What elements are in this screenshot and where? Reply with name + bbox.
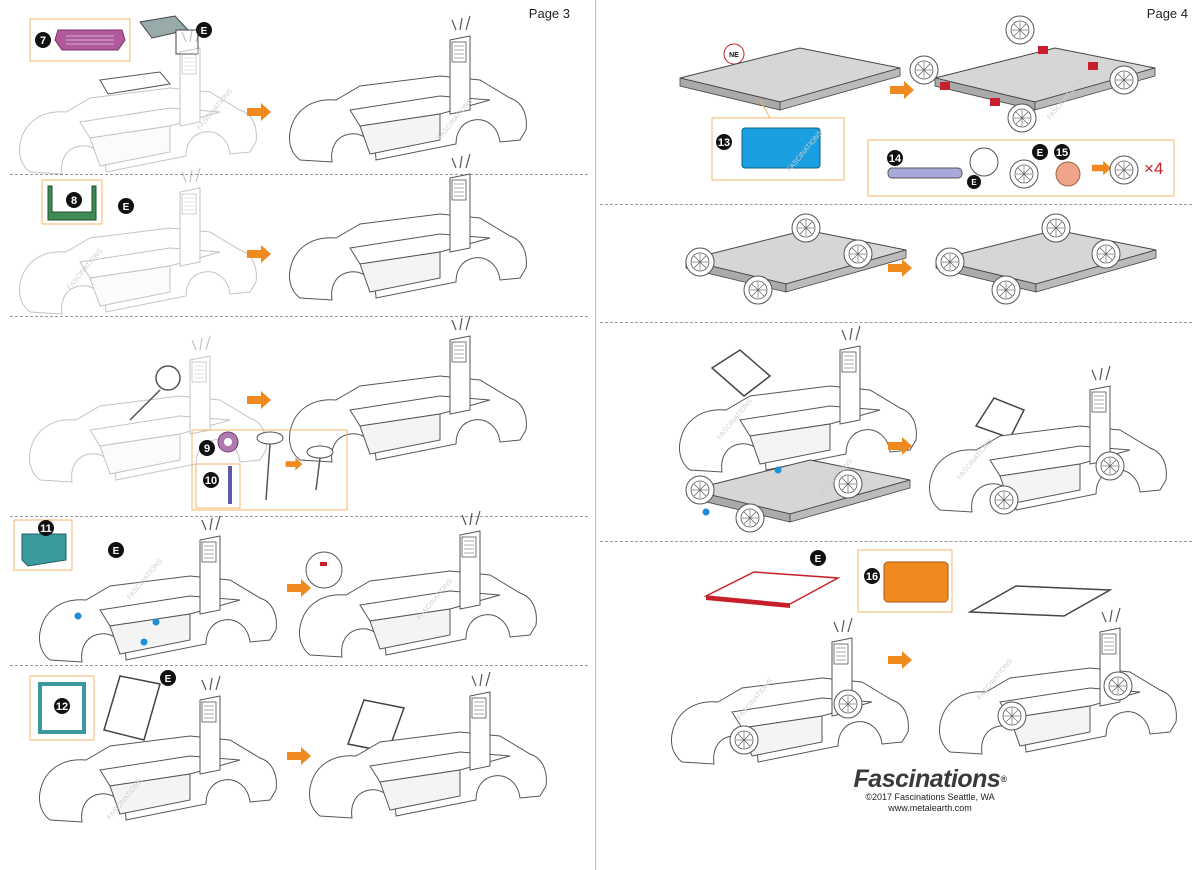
svg-text:16: 16	[866, 571, 878, 583]
step-badge	[35, 32, 51, 48]
svg-text:10: 10	[205, 475, 217, 487]
arrow-icon	[287, 579, 311, 597]
arrow-icon	[888, 651, 912, 669]
brand-logo: Fascinations®	[853, 765, 1007, 793]
step-wheels-mounted	[685, 213, 1157, 305]
step-divider	[10, 174, 588, 175]
svg-text:E: E	[815, 554, 822, 565]
svg-text:E: E	[1037, 148, 1044, 159]
step-number: 7	[40, 35, 46, 47]
svg-text:E: E	[971, 178, 977, 187]
website-link[interactable]: www.metalearth.com	[888, 803, 972, 813]
orientation-label: NE	[729, 52, 739, 59]
svg-text:11: 11	[40, 523, 52, 535]
step-12: 12 E	[29, 670, 547, 823]
step-7: 7 E	[18, 15, 527, 175]
step-divider	[600, 541, 1192, 542]
step-divider	[10, 516, 588, 517]
chassis-flat	[679, 47, 901, 111]
page-3-label: Page 3	[528, 6, 570, 21]
callout-box	[29, 18, 131, 62]
svg-text:12: 12	[56, 701, 68, 713]
step-13: NE 13 14 E E 15 ×4	[679, 15, 1175, 197]
svg-text:8: 8	[71, 195, 77, 207]
page-divider	[595, 0, 596, 870]
arrow-icon	[247, 391, 271, 409]
arrow-icon	[287, 747, 311, 765]
step-body-onto-chassis	[678, 325, 1167, 533]
step-9-10: 9 10	[28, 315, 527, 511]
svg-text:E: E	[123, 202, 130, 213]
cart-result	[288, 15, 527, 163]
svg-text:14: 14	[889, 153, 902, 165]
adhesive-callout: E	[201, 26, 208, 37]
svg-text:13: 13	[718, 137, 730, 149]
step-divider	[10, 316, 588, 317]
step-divider	[600, 204, 1192, 205]
svg-text:15: 15	[1056, 147, 1068, 159]
part-7	[54, 29, 126, 51]
step-11: 11 E	[13, 510, 537, 663]
page-3: Page 3	[0, 0, 594, 870]
copyright-text: ©2017 Fascinations Seattle, WA	[865, 792, 995, 802]
page-4: Page 4	[600, 0, 1200, 870]
arrow-icon	[890, 81, 914, 99]
step-divider	[10, 665, 588, 666]
step-divider	[600, 322, 1192, 323]
svg-text:9: 9	[204, 443, 210, 455]
svg-text:E: E	[165, 674, 172, 685]
svg-text:E: E	[113, 546, 120, 557]
page-4-label: Page 4	[1146, 6, 1188, 21]
footer: Fascinations® ©2017 Fascinations Seattle…	[850, 766, 1010, 814]
wheel-count: ×4	[1144, 159, 1163, 178]
step-16: E 16	[670, 549, 1177, 765]
step-8: 8 E	[18, 153, 527, 315]
